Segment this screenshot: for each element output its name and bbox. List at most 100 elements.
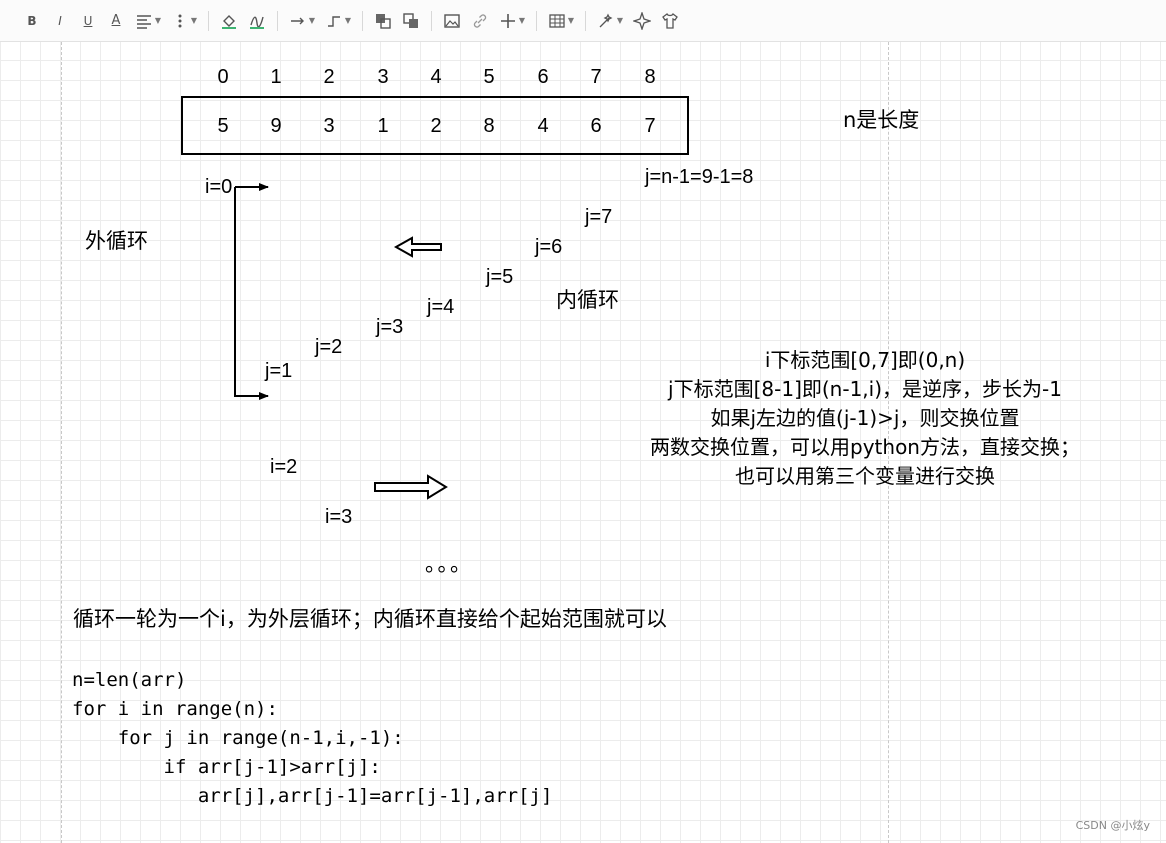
inner-loop-label: 内循环 [556,288,619,312]
theme-button[interactable] [656,7,684,35]
toolbar-divider [362,10,363,31]
insert-link-button[interactable] [466,7,494,35]
outer-loop-label: 外循环 [85,229,148,253]
table-icon [549,13,565,28]
code-line: n=len(arr) [72,669,187,691]
chevron-down-icon: ▼ [616,16,624,25]
shirt-icon [662,12,678,29]
format-painter-button[interactable] [628,7,656,35]
link-icon [473,13,487,28]
table-button[interactable]: ▼ [543,7,579,35]
elbow-connector-icon [327,15,340,27]
j-label: j=6 [535,236,563,258]
chevron-down-icon: ▼ [308,16,316,25]
magic-wand-icon [599,13,613,27]
array-index: 4 [430,66,442,88]
watermark: CSDN @小炫y [1075,819,1150,832]
array-value: 5 [217,115,229,137]
line-color-icon [250,16,264,29]
align-button[interactable]: ▼ [130,7,166,35]
sparkle-icon [633,11,651,30]
hollow-right-arrow[interactable] [374,474,448,500]
array-index: 0 [217,66,229,88]
code-line: for j in range(n-1,i,-1): [72,727,404,749]
j-label: j=4 [427,296,455,318]
array-index: 3 [377,66,389,88]
summary-text[interactable]: 循环一轮为一个i，为外层循环；内循环直接给个起始范围就可以 [73,607,667,631]
more-format-button[interactable]: ▼ [166,7,202,35]
toolbar-divider [536,10,537,31]
insert-button[interactable]: ▼ [494,7,530,35]
underline-icon: U [83,13,93,28]
code-line: for i in range(n): [72,698,278,720]
array-box[interactable] [181,96,689,155]
array-value: 6 [590,115,602,137]
send-to-back-icon [403,12,418,28]
toolbar-divider [431,10,432,31]
array-index: 7 [590,66,602,88]
toolbar-divider [585,10,586,31]
code-block[interactable]: n=len(arr) for i in range(n): for j in ra… [72,666,552,811]
font-color-icon: A [111,13,121,28]
code-line: arr[j],arr[j-1]=arr[j-1],arr[j] [72,785,553,807]
chevron-down-icon: ▼ [567,16,575,25]
array-index: 6 [537,66,549,88]
i-label: i=2 [270,456,298,478]
j-label: j=7 [585,206,613,228]
array-index: 8 [644,66,656,88]
vertical-dots-icon [178,14,182,27]
description-block[interactable]: i下标范围[0,7]即(0,n) j下标范围[8-1]即(n-1,i)，是逆序，… [600,346,1130,491]
array-value: 7 [644,115,656,137]
image-icon [444,13,460,28]
description-line: 两数交换位置，可以用python方法，直接交换； [650,435,1080,459]
toolbar-divider [277,10,278,31]
description-line: i下标范围[0,7]即(0,n) [764,348,966,372]
italic-button[interactable]: I [46,7,74,35]
description-line: j下标范围[8-1]即(n-1,i)，是逆序，步长为-1 [668,377,1062,401]
bold-button[interactable]: B [18,7,46,35]
font-color-button[interactable]: A [102,7,130,35]
array-index: 1 [270,66,282,88]
hollow-left-arrow[interactable] [393,236,442,258]
editor-toolbar: B I U A ▼ ▼ ▼ ▼ ▼ ▼ ▼ [0,0,1166,42]
paint-bucket-icon [222,14,236,29]
ellipsis: 。。。 [425,552,473,576]
to-back-button[interactable] [397,7,425,35]
outer-loop-bracket[interactable] [234,187,269,400]
to-front-button[interactable] [369,7,397,35]
align-icon [136,14,151,29]
line-color-button[interactable] [243,7,271,35]
toolbar-divider [208,10,209,31]
j-label: j=2 [315,336,343,358]
bold-icon: B [27,13,37,28]
j-label: j=5 [486,266,514,288]
j-formula-label: j=n-1=9-1=8 [645,166,754,188]
array-value: 4 [537,115,549,137]
chevron-down-icon: ▼ [190,16,198,25]
chevron-down-icon: ▼ [518,16,526,25]
i-label: i=3 [325,506,353,528]
description-line: 如果j左边的值(j-1)>j，则交换位置 [710,406,1020,430]
array-value: 9 [270,115,282,137]
arrow-right-icon [290,17,304,24]
array-value: 1 [377,115,389,137]
page-guide-left [61,42,62,843]
edit-style-button[interactable]: ▼ [592,7,628,35]
page-guide-right [888,42,889,843]
underline-button[interactable]: U [74,7,102,35]
connector-style-button[interactable]: ▼ [284,7,320,35]
array-index: 2 [323,66,335,88]
array-value: 3 [323,115,335,137]
insert-image-button[interactable] [438,7,466,35]
fill-color-button[interactable] [215,7,243,35]
plus-icon [500,13,515,28]
i-label: i=0 [205,176,233,198]
n-length-label: n是长度 [843,108,920,132]
j-label: j=1 [265,360,293,382]
array-value: 8 [483,115,495,137]
chevron-down-icon: ▼ [344,16,352,25]
bring-to-front-icon [376,13,391,29]
code-line: if arr[j-1]>arr[j]: [72,756,381,778]
waypoint-style-button[interactable]: ▼ [320,7,356,35]
